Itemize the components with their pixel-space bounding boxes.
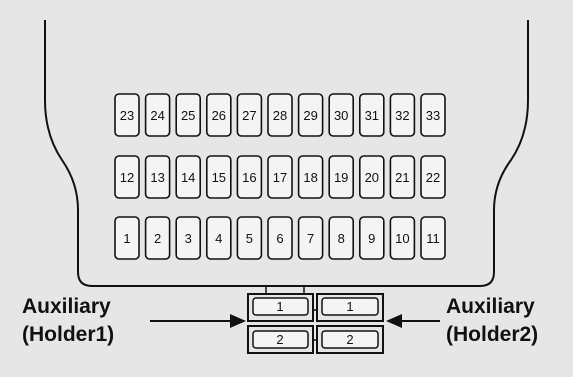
fuse-number: 24: [150, 108, 164, 123]
fuse-slot: [144, 93, 171, 137]
callout-left-arrowhead: [230, 314, 246, 328]
fuse-slot: [114, 216, 140, 260]
fuse-slot: [297, 155, 324, 199]
fuse-number: 30: [334, 108, 348, 123]
fuse-number: 27: [242, 108, 256, 123]
fuse-slot: [420, 216, 446, 260]
fuse-number: 5: [246, 231, 253, 246]
fuse-number: 33: [426, 108, 440, 123]
fuse-number: 17: [273, 170, 287, 185]
fuse-slot: [206, 155, 232, 199]
fuse-number: 2: [154, 231, 161, 246]
fuse-slot: [114, 93, 140, 137]
auxiliary-holder-left: 1 2: [247, 293, 314, 354]
fuse-number: 29: [303, 108, 317, 123]
fuse-box-outline: [44, 20, 529, 287]
fuse-number: 11: [426, 231, 440, 246]
aux-right-fuse-1: 1: [346, 299, 353, 314]
fuse-slot: [358, 216, 385, 260]
fuse-slot: [328, 216, 355, 260]
fuse-slot: [358, 93, 385, 137]
aux-left-fuse-1: 1: [276, 299, 283, 314]
fuse-slot: [267, 155, 293, 199]
fuse-number: 28: [273, 108, 287, 123]
fuse-slot: [267, 216, 293, 260]
fuse-number: 14: [181, 170, 195, 185]
fuse-slot: [328, 93, 355, 137]
fuse-number: 15: [212, 170, 226, 185]
fuse-slot: [236, 93, 263, 137]
aux-left-fuse-2: 2: [276, 332, 283, 347]
fuse-slot: [389, 93, 416, 137]
fuse-number: 4: [215, 231, 222, 246]
fuse-slot: [144, 216, 171, 260]
fuse-number: 13: [150, 170, 164, 185]
fuse-number: 12: [120, 170, 134, 185]
fuse-slot: [297, 216, 324, 260]
fuse-number: 6: [276, 231, 283, 246]
fuse-slot: [175, 93, 201, 137]
fuse-slot: [420, 155, 446, 199]
fuse-slot: [389, 216, 416, 260]
fuse-slot: [114, 155, 140, 199]
fuse-slot: [328, 155, 355, 199]
fuse-number: 31: [365, 108, 379, 123]
callout-left-line1: Auxiliary: [22, 295, 111, 318]
callout-left-line2: (Holder1): [22, 323, 114, 346]
fuse-slot: [358, 155, 385, 199]
callout-right-line1: Auxiliary: [446, 295, 535, 318]
callout-right-line2: (Holder2): [446, 323, 538, 346]
fuse-number: 20: [365, 170, 379, 185]
fuse-number: 18: [303, 170, 317, 185]
fuse-slot: [206, 216, 232, 260]
fuse-slot: [175, 155, 201, 199]
fuse-slot: [175, 216, 201, 260]
fuse-number: 10: [395, 231, 409, 246]
fuse-number: 16: [242, 170, 256, 185]
fuse-slot: [206, 93, 232, 137]
fuse-number: 23: [120, 108, 134, 123]
fuse-number: 26: [212, 108, 226, 123]
fuse-slot: [267, 93, 293, 137]
fuse-slot: [420, 93, 446, 137]
fuse-number: 21: [395, 170, 409, 185]
fuse-slot: [236, 155, 263, 199]
fuse-slot: [236, 216, 263, 260]
fuse-number: 9: [368, 231, 375, 246]
fuse-number: 32: [395, 108, 409, 123]
fuse-number: 19: [334, 170, 348, 185]
fuse-number: 22: [426, 170, 440, 185]
auxiliary-holder-right: 1 2: [316, 293, 384, 354]
fuse-number: 25: [181, 108, 195, 123]
fuse-slot: [389, 155, 416, 199]
fuse-number: 1: [123, 231, 130, 246]
fuse-slot: [144, 155, 171, 199]
callout-right-arrowhead: [386, 314, 402, 328]
fuse-number: 3: [185, 231, 192, 246]
fuse-number: 8: [338, 231, 345, 246]
aux-right-fuse-2: 2: [346, 332, 353, 347]
fuse-slot: [297, 93, 324, 137]
fuse-number: 7: [307, 231, 314, 246]
